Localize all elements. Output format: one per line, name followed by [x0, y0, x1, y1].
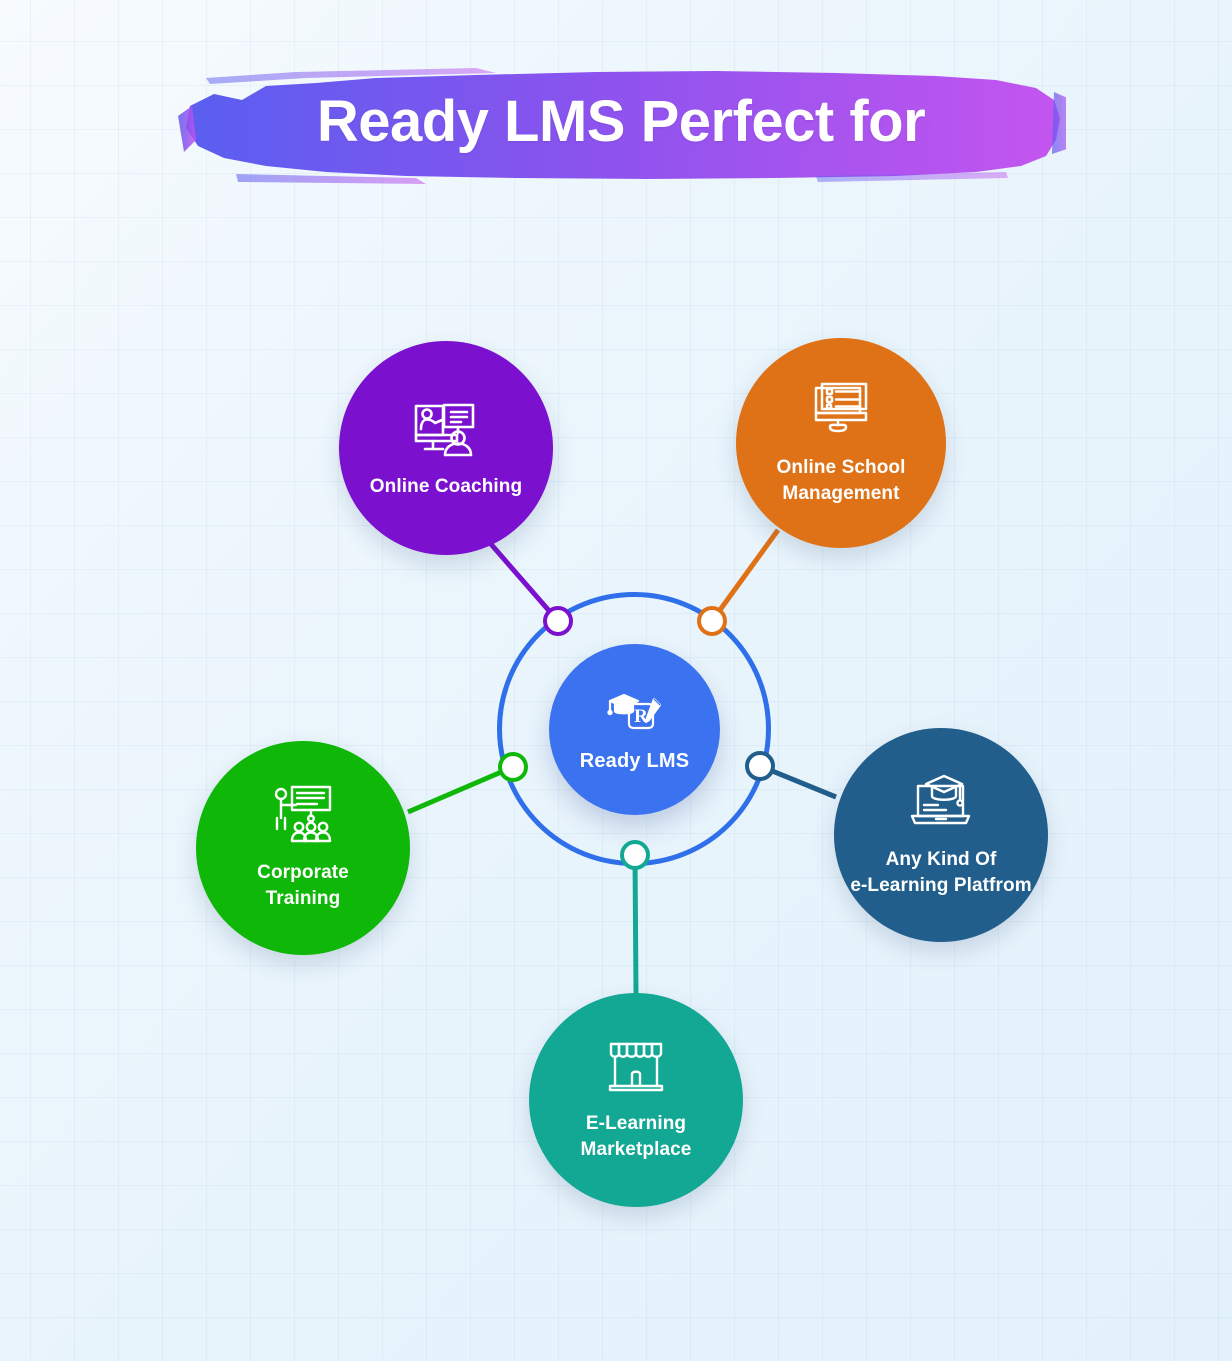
connector-line-corporate-training — [407, 764, 514, 815]
node-label-online-coaching: Online Coaching — [369, 475, 523, 497]
node-corporate-training[interactable]: Corporate Training — [196, 741, 410, 955]
connector-knob-elearning-platform[interactable] — [745, 751, 775, 781]
presenter-audience-icon — [270, 785, 336, 850]
connector-knob-corporate-training[interactable] — [498, 752, 528, 782]
page-title: Ready LMS Perfect for — [316, 89, 926, 154]
graduation-cap-book-pencil-logo-icon: R — [604, 687, 666, 744]
svg-text:R: R — [634, 706, 648, 727]
center-label: Ready LMS — [579, 749, 690, 772]
node-online-coaching[interactable]: Online Coaching — [339, 341, 553, 555]
node-label-elearning-marketplace: E-Learning Marketplace — [580, 1112, 692, 1160]
connector-line-online-school-management — [709, 528, 781, 623]
node-elearning-platform[interactable]: Any Kind Of e-Learning Platfrom — [834, 728, 1048, 942]
storefront-icon — [605, 1038, 667, 1101]
node-online-school-management[interactable]: Online School Management — [736, 338, 946, 548]
connector-line-marketplace — [632, 854, 639, 996]
monitor-presenter-icon — [411, 397, 481, 464]
node-label-elearning-platform: Any Kind Of e-Learning Platfrom — [850, 848, 1032, 896]
connector-knob-marketplace[interactable] — [620, 840, 650, 870]
connector-knob-online-school-management[interactable] — [697, 606, 727, 636]
monitor-checklist-icon — [810, 380, 872, 445]
laptop-graduation-cap-icon — [908, 772, 974, 837]
node-label-corporate-training: Corporate Training — [257, 861, 349, 909]
node-label-online-school-management: Online School Management — [776, 456, 906, 504]
center-node-ready-lms[interactable]: R Ready LMS — [549, 644, 720, 815]
brush-stroke-shape — [178, 68, 1066, 184]
connector-knob-online-coaching[interactable] — [543, 606, 573, 636]
page-title-banner: Ready LMS Perfect for — [176, 66, 1066, 184]
node-elearning-marketplace[interactable]: E-Learning Marketplace — [529, 993, 743, 1207]
